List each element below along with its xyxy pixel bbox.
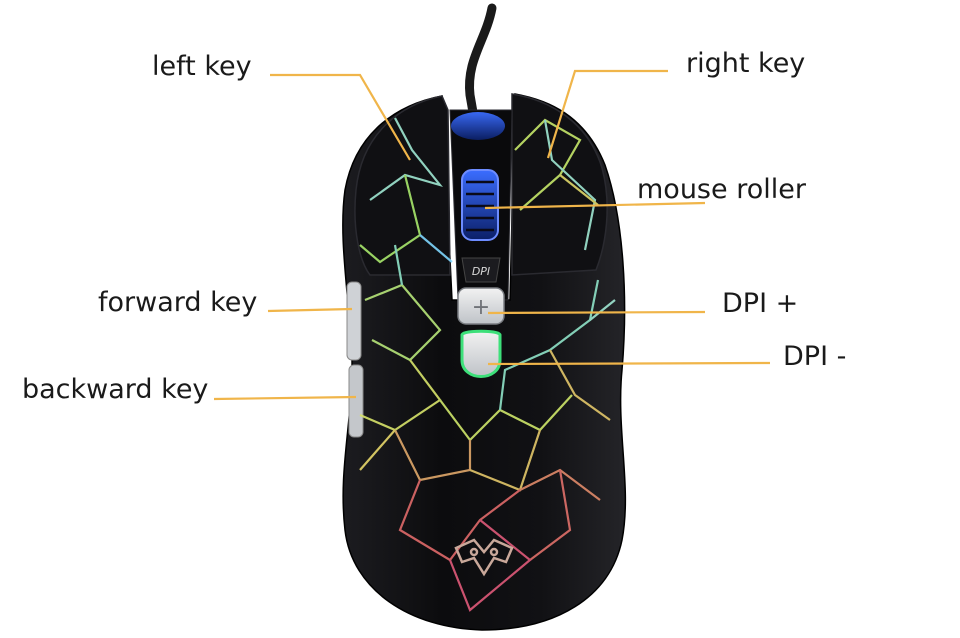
leader-dpi-minus — [488, 363, 770, 364]
leader-dpi-plus — [488, 312, 705, 313]
label-dpi-minus: DPI - — [783, 343, 846, 370]
label-right-key: right key — [686, 50, 805, 77]
top-led-glow — [451, 112, 505, 140]
label-mouse-roller: mouse roller — [637, 176, 806, 203]
mouse-cable — [469, 8, 492, 118]
dpi-minus-button[interactable] — [462, 331, 500, 376]
label-forward-key: forward key — [98, 289, 257, 316]
backward-key-button[interactable] — [349, 365, 363, 437]
dpi-plus-sign: + — [472, 295, 490, 320]
forward-key-button[interactable] — [347, 282, 361, 360]
dpi-badge-text: DPI — [472, 265, 490, 278]
leader-forward-key — [268, 309, 352, 311]
label-dpi-plus: DPI + — [722, 290, 798, 317]
leader-backward-key — [214, 397, 356, 399]
label-left-key: left key — [152, 53, 252, 80]
label-backward-key: backward key — [22, 376, 208, 403]
